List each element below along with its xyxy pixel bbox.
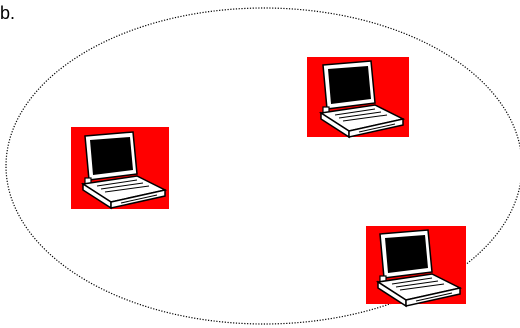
- network-boundary: [5, 7, 520, 325]
- laptop-node-bottom-right: [366, 226, 466, 307]
- figure-label: b.: [0, 3, 16, 23]
- laptop-node-left: [71, 127, 169, 209]
- laptop-node-top-right: [307, 57, 409, 138]
